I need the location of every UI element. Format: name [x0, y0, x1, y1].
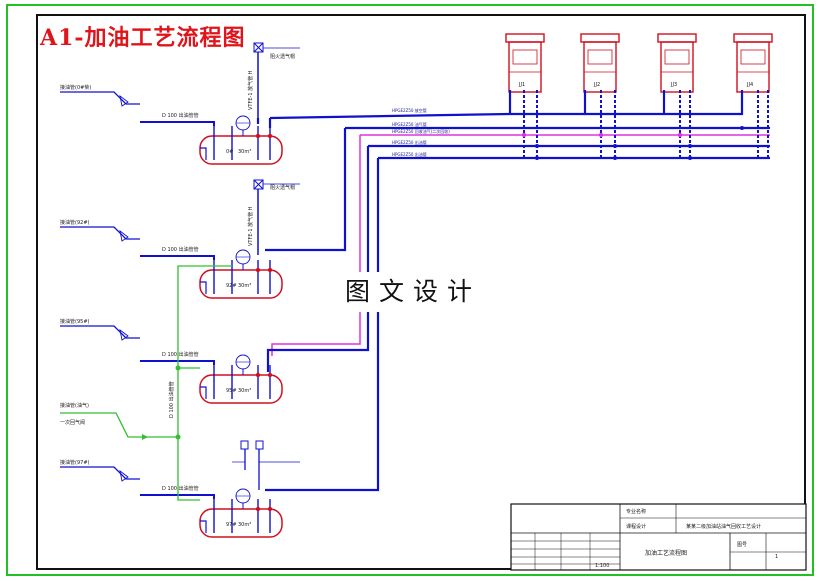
- fuel-dispenser: JJ3: [657, 33, 697, 93]
- main-pipelines: [256, 90, 770, 492]
- pipeline-label-group: HPGE2Z50 放空管 HPGE2Z50 油气管 HPGE2Z50 回收油气(…: [392, 107, 450, 157]
- storage-tank: 95#30m³ D 100 出油管管: [140, 351, 283, 404]
- tank-label: 95#: [226, 388, 237, 394]
- vent-stack: 阻火透气帽 VTFE-1 放气管 H 阻火透气帽 VTFE-1 放气管 H: [232, 42, 300, 490]
- title-block-scale: 1:100: [595, 563, 609, 569]
- tank-label: 97#: [226, 522, 237, 528]
- inlet-connection: 接油管(92#): [60, 219, 140, 242]
- title-block: 专业名称 课程设计 某某二级加油站油气回收工艺设计 加油工艺流程图 1:100 …: [510, 503, 807, 571]
- vent-pipe-label: VTFE-1 放气管 H: [247, 206, 254, 246]
- svg-text:课程设计: 课程设计: [626, 523, 646, 530]
- tank-inlet-label: D 100 出油管管: [162, 351, 199, 358]
- tank-volume: 30m³: [238, 522, 251, 528]
- pipeline-label: HPGE2Z50 放空管: [392, 107, 427, 113]
- tank-inlet-label: D 100 出油管管: [162, 485, 199, 492]
- tank-label: 0#: [226, 149, 233, 155]
- inlet-label: 接油管(97#): [60, 459, 90, 466]
- inlet-connection: 接油管(0#柴): [60, 84, 140, 107]
- dispenser-label: JJ3: [670, 82, 677, 88]
- pipeline-label: HPGE2Z50 出油管: [392, 139, 427, 145]
- tank-inlet-label: D 100 出油管管: [162, 112, 199, 119]
- fuel-dispenser: JJ2: [580, 33, 620, 93]
- svg-text:D 100 出油管管: D 100 出油管管: [168, 381, 175, 418]
- dispenser-label: JJ4: [746, 82, 753, 88]
- inlet-connection: 接油管(95#): [60, 318, 140, 341]
- inlet-connection: 接油管(油气): [60, 402, 89, 409]
- storage-tank: 92#30m³ D 100 出油管管: [140, 246, 283, 299]
- fuel-dispenser: JJ1: [505, 33, 545, 93]
- dispenser-label: JJ2: [593, 82, 600, 88]
- pipeline-label: HPGE2Z50 回收油气(二次回收): [392, 128, 450, 134]
- inlet-label: 接油管(0#柴): [60, 84, 91, 91]
- vent-label: 阻火透气帽: [270, 184, 295, 191]
- svg-text:图号: 图号: [737, 542, 747, 548]
- tank-volume: 30m³: [238, 283, 251, 289]
- dispenser-label: JJ1: [518, 82, 525, 88]
- vapor-return-line: D 100 出油管管: [60, 265, 232, 501]
- svg-text:1: 1: [775, 554, 778, 560]
- tank-label: 92#: [226, 283, 237, 289]
- title-block-project: 某某二级加油站油气回收工艺设计: [686, 523, 761, 530]
- fuel-dispenser: JJ4: [733, 33, 773, 93]
- drawing-border: [36, 14, 806, 570]
- tank-inlet-label: D 100 出油管管: [162, 246, 199, 253]
- tank-volume: 30m³: [238, 149, 251, 155]
- storage-tank: 97#30m³ D 100 出油管管: [140, 485, 283, 538]
- svg-text:专业名称: 专业名称: [626, 508, 646, 515]
- vent-label: 阻火透气帽: [270, 53, 295, 60]
- inlet-sublabel: 一次回气阀: [60, 419, 85, 426]
- page-title: A1-加油工艺流程图: [40, 25, 246, 51]
- pipeline-label: HPGE2Z50 油气管: [392, 121, 427, 127]
- vent-pipe-label: VTFE-1 放气管 H: [247, 70, 254, 110]
- inlet-label: 接油管(92#): [60, 219, 90, 226]
- outer-frame: [6, 4, 814, 576]
- storage-tank: 0# 30m³ D 100 出油管管: [140, 112, 283, 165]
- tank-volume: 30m³: [238, 388, 251, 394]
- inlet-label: 接油管(油气): [60, 402, 89, 409]
- inlet-connection: 接油管(97#): [60, 459, 140, 482]
- pipeline-label: HPGE2Z50 出油管: [392, 151, 427, 157]
- inlet-label: 接油管(95#): [60, 318, 90, 325]
- title-block-drawing-title: 加油工艺流程图: [645, 549, 687, 557]
- watermark: 图文设计: [334, 272, 492, 312]
